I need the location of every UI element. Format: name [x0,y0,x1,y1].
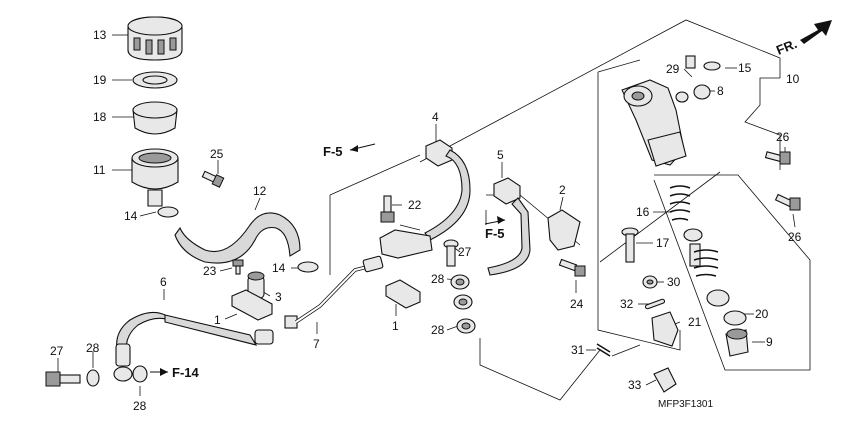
callout: 19 [93,73,107,87]
callout: 16 [636,205,650,219]
callout: 1 [214,313,221,327]
callout: 25 [210,147,224,161]
diaphragm-plate [132,71,178,89]
callout: 9 [766,335,773,349]
hose-bracket-5 [493,177,521,205]
brake-hose-upper [424,149,471,241]
callout: 17 [656,236,670,250]
callout: 14 [124,209,138,223]
callout: 15 [738,61,752,75]
callout: 23 [203,264,217,278]
fitting-top [675,55,721,103]
reservoir-cap [127,16,183,61]
callout: 33 [628,378,642,392]
callout: 22 [408,198,422,212]
callout: 2 [559,183,566,197]
callout: 3 [275,290,282,304]
callout-labels: 1 1 2 3 4 5 6 7 8 9 10 11 12 13 14 14 15… [50,28,802,413]
ref-f5-upper: F-5 [323,144,343,159]
bolt-23 [232,259,244,275]
joint-21 [651,311,679,347]
callout: 32 [620,297,634,311]
front-arrow [800,20,832,44]
front-label: FR. [774,36,799,58]
hose-bracket-upper [379,229,433,259]
piston-spring [669,185,691,221]
arrow-f14 [150,368,168,376]
push-rod-parts [683,228,749,357]
callout: 11 [93,163,106,177]
cotter-31 [596,343,611,357]
callout: 7 [313,337,320,351]
callout: 28 [431,272,445,286]
callout: 8 [717,84,724,98]
push-rod-17 [621,227,639,263]
bolt-26 [764,151,801,211]
callout: 30 [667,275,681,289]
ref-f5-lower: F-5 [485,226,505,241]
callout: 4 [432,110,439,124]
callout: 26 [776,130,790,144]
pin-32 [644,298,666,310]
callout: 27 [50,344,64,358]
reservoir-diaphragm [132,101,178,135]
bolt-27-center [443,239,459,267]
reservoir-hose [174,212,301,264]
callout: 28 [431,323,445,337]
callout: 12 [253,184,267,198]
stay-left [231,289,273,321]
ref-f14: F-14 [172,365,200,380]
callout: 13 [93,28,107,42]
callout: 28 [86,341,100,355]
arrow-f5-upper [349,143,376,152]
hose-joint [247,271,265,299]
master-cylinder-body [621,79,687,167]
bolt-24 [558,258,586,277]
pin-33 [653,367,677,393]
callout: 21 [688,315,702,329]
callout: 6 [160,275,167,289]
stay-center [385,279,421,309]
callout: 26 [788,230,802,244]
callout: 14 [272,261,286,275]
brake-hose-joint [164,314,258,346]
washer-28 [86,274,476,387]
nut-30 [642,275,658,289]
callout: 29 [666,62,680,76]
callout: 1 [392,319,399,333]
callout: 31 [571,343,585,357]
callout: 24 [570,297,584,311]
callout: 27 [458,245,472,259]
callout: 28 [133,399,147,413]
hose-clip [157,206,319,273]
callout: 5 [497,148,504,162]
bolt-25 [201,170,225,188]
callout: 10 [786,72,800,86]
brake-hose-lower [487,197,531,276]
banjo-fitting [113,315,298,382]
reservoir-tank [131,148,179,207]
hose-bracket-2 [547,209,581,251]
arrow-f5-lower [484,216,506,225]
bolt-27-left [45,371,81,387]
bolt-22 [380,195,395,223]
callout: 18 [93,110,107,124]
drawing-code: MFP3F1301 [658,399,713,410]
callout: 20 [755,307,769,321]
